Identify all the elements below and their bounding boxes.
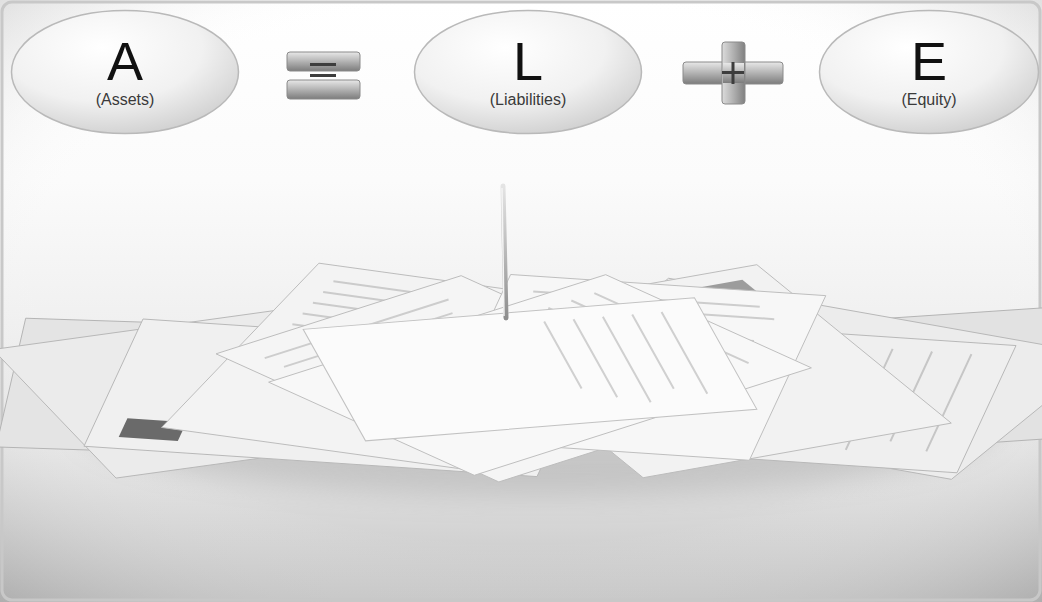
paper-sheet xyxy=(269,275,812,476)
paper-sheet xyxy=(303,298,757,441)
bubble-texts: A (Assets) xyxy=(96,34,155,109)
equals-mark xyxy=(310,63,336,66)
bubble-ellipse xyxy=(12,11,239,134)
spike-pin xyxy=(503,186,506,318)
paper xyxy=(303,298,757,441)
account-bubble: A (Assets) xyxy=(10,9,240,135)
account-bubble: E (Equity) xyxy=(818,9,1040,135)
plus-joint xyxy=(723,63,744,83)
plus-bar xyxy=(722,42,745,104)
account-name: (Equity) xyxy=(901,90,956,109)
paper xyxy=(269,275,812,476)
account-letter: E xyxy=(911,34,947,88)
account-letter: A xyxy=(107,34,143,88)
equals-symbol xyxy=(287,52,360,99)
account-name: (Assets) xyxy=(96,90,155,109)
paper-lines xyxy=(544,312,709,407)
paper-pile xyxy=(0,263,1042,482)
account-letter: L xyxy=(513,34,543,88)
plus-symbol xyxy=(683,42,783,104)
account-bubble: L (Liabilities) xyxy=(413,9,643,135)
plus-bar xyxy=(683,62,783,84)
equals-mark xyxy=(310,74,336,77)
bubble-ellipse xyxy=(820,11,1039,134)
equals-bar xyxy=(287,52,360,71)
account-name: (Liabilities) xyxy=(490,90,566,109)
bubble-ellipse xyxy=(415,11,642,134)
equals-bar xyxy=(287,80,360,99)
plus-mark xyxy=(732,62,735,84)
bubble-texts: E (Equity) xyxy=(901,34,956,109)
bubble-texts: L (Liabilities) xyxy=(490,34,566,109)
spike-highlight xyxy=(502,188,504,316)
